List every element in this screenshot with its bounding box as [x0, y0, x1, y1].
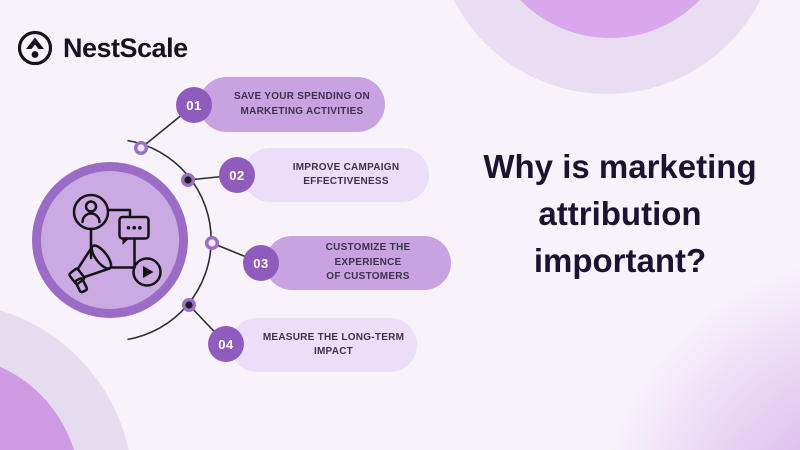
step-4-number-badge: 04	[208, 326, 244, 362]
step-1-number-badge: 01	[176, 87, 212, 123]
arc-node-3	[205, 236, 219, 250]
step-1-label-line-2: MARKETING ACTIVITIES	[240, 105, 364, 117]
step-1-label-line-1: SAVE YOUR SPENDING ON	[233, 91, 371, 102]
chat-bubble-icon	[118, 215, 150, 245]
play-icon	[132, 257, 162, 287]
person-icon	[72, 193, 110, 231]
step-2-label-line-1: IMPROVE CAMPAIGN	[292, 161, 400, 173]
megaphone-icon	[68, 244, 113, 294]
step-3-label-line-1: CUSTOMIZE THE EXPERIENCE	[325, 242, 411, 268]
arc-node-2	[181, 173, 195, 187]
step-3-number-badge: 03	[243, 245, 279, 281]
main-title-line-2: attribution	[538, 195, 702, 232]
flow-line	[106, 208, 132, 219]
step-4-label-line-1: MEASURE THE LONG-TERM	[262, 331, 405, 343]
arc-node-1	[134, 141, 148, 155]
nestscale-logo-icon	[17, 30, 53, 66]
step-pill-3: CUSTOMIZE THE EXPERIENCE OF CUSTOMERS	[265, 236, 451, 290]
brand-name: NestScale	[63, 32, 188, 63]
brand-logo: NestScale	[16, 29, 188, 67]
step-pill-1: SAVE YOUR SPENDING ON MARKETING ACTIVITI…	[199, 77, 385, 132]
step-pill-2: IMPROVE CAMPAIGN EFFECTIVENESS	[243, 148, 429, 202]
hub-fill	[41, 171, 179, 309]
main-title: Why is marketing attribution important?	[445, 143, 795, 284]
step-3-label-line-2: OF CUSTOMERS	[326, 271, 410, 283]
step-4-label-line-2: IMPACT	[313, 346, 354, 357]
arc-nodes	[134, 141, 219, 312]
main-title-line-1: Why is marketing	[483, 148, 757, 185]
step-2-number-badge: 02	[219, 157, 255, 193]
hub-circle	[32, 162, 188, 318]
step-pill-4: MEASURE THE LONG-TERM IMPACT	[230, 318, 417, 372]
step-2-label-line-2: EFFECTIVENESS	[303, 176, 389, 187]
marketing-illustration	[68, 193, 162, 294]
main-title-line-3: important?	[533, 242, 707, 279]
arc-node-4	[182, 298, 196, 312]
